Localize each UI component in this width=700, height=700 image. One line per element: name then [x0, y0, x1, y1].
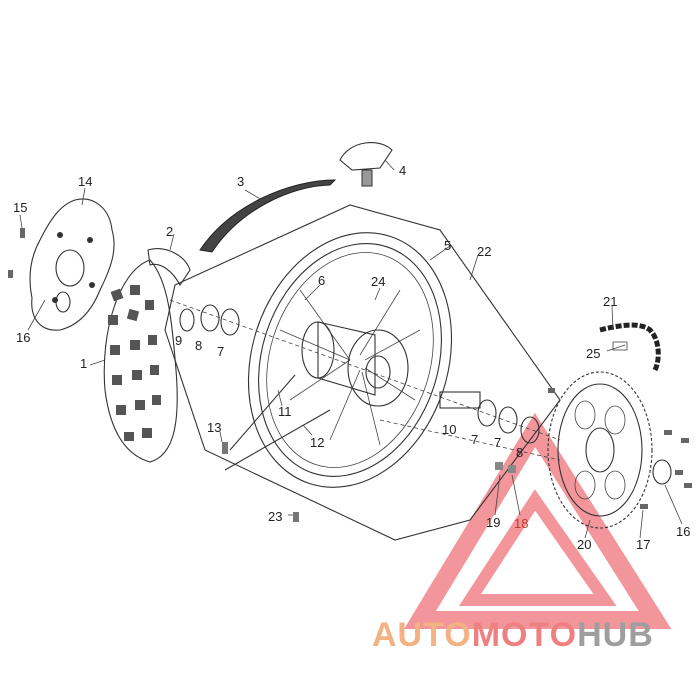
label-8b: 8	[516, 445, 523, 460]
label-10: 10	[442, 422, 456, 437]
label-7b: 7	[471, 432, 478, 447]
bearings-left	[179, 304, 240, 336]
label-7c: 7	[494, 435, 501, 450]
label-12: 12	[310, 435, 324, 450]
label-18: 18	[514, 516, 528, 531]
nipple-part	[222, 442, 228, 454]
spokes	[279, 289, 421, 446]
label-24: 24	[371, 274, 385, 289]
label-7a: 7	[217, 344, 224, 359]
part-labels: 1 2 3 4 5 6 7 7 7 8 8 9 10 11 12 13 14 1…	[13, 163, 690, 552]
label-20: 20	[577, 537, 591, 552]
label-4: 4	[399, 163, 406, 178]
rim-strip-part	[199, 179, 337, 253]
label-21: 21	[603, 294, 617, 309]
axis-dash-2	[379, 419, 561, 461]
label-3: 3	[237, 174, 244, 189]
label-6: 6	[318, 273, 325, 288]
sprocket-part	[547, 371, 653, 529]
spacer-part	[439, 391, 481, 409]
brake-disc-part	[29, 198, 115, 331]
watermark-auto: AUTO	[372, 616, 472, 654]
label-13: 13	[207, 420, 221, 435]
spoke-outer	[224, 409, 331, 471]
label-16b: 16	[676, 524, 690, 539]
spacer-part-16-right	[652, 459, 672, 485]
sprocket-bolts	[548, 388, 692, 509]
assembly-box-outline	[164, 204, 561, 541]
watermark-triangle	[404, 412, 672, 629]
nuts-19-18	[495, 462, 516, 473]
label-11: 11	[278, 404, 292, 419]
axis-dash	[169, 299, 561, 441]
chain-part	[599, 322, 661, 372]
rim-part	[247, 232, 453, 488]
watermark-hub: HUB	[577, 616, 654, 654]
rim-tape-part	[147, 248, 191, 287]
label-5: 5	[444, 238, 451, 253]
leader-lines	[19, 159, 683, 539]
label-2: 2	[166, 224, 173, 239]
label-9: 9	[175, 333, 182, 348]
label-1: 1	[80, 356, 87, 371]
label-17: 17	[636, 537, 650, 552]
disc-bolt-15	[20, 228, 25, 238]
label-25: 25	[586, 346, 600, 361]
label-23: 23	[268, 509, 282, 524]
tire-part	[103, 259, 178, 463]
watermark-moto: MOTO	[471, 616, 578, 654]
spoke-inner	[229, 374, 296, 451]
label-15: 15	[13, 200, 27, 215]
label-8a: 8	[195, 338, 202, 353]
hub-part	[301, 321, 409, 407]
valve-part	[339, 142, 393, 187]
spacer-part-16-left	[55, 291, 71, 313]
screw-part-23	[293, 512, 299, 522]
bearings-right	[477, 399, 540, 444]
label-14: 14	[78, 174, 92, 189]
disc-bolt-left	[8, 270, 13, 278]
watermark-brand: AUTOMOTOHUB	[372, 616, 692, 660]
label-19: 19	[486, 515, 500, 530]
label-22: 22	[477, 244, 491, 259]
label-16a: 16	[16, 330, 30, 345]
